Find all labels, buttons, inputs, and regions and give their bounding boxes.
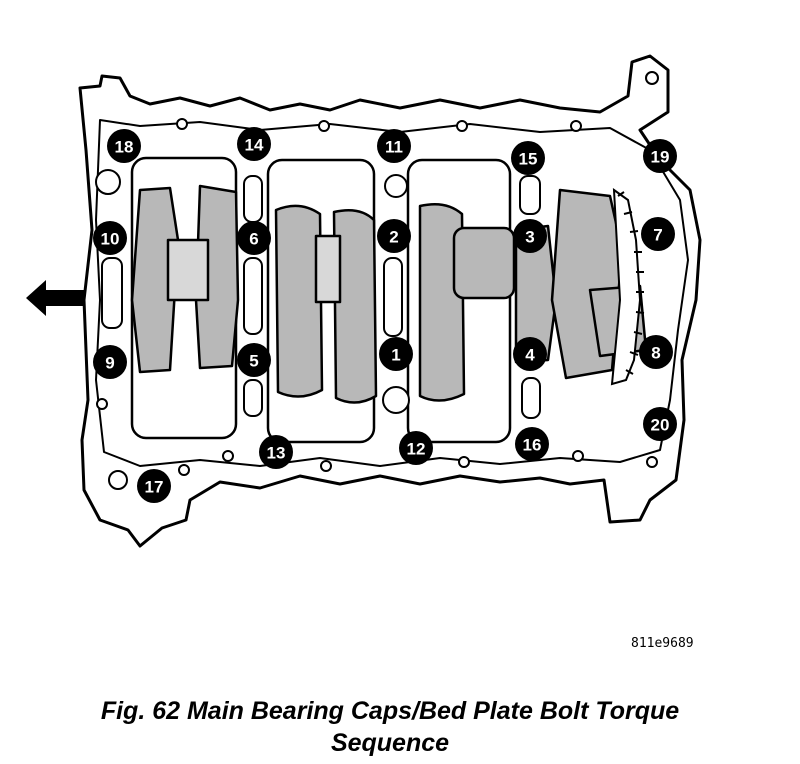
svg-text:5: 5: [249, 352, 258, 371]
bolt-marker-5: 5: [237, 343, 271, 377]
svg-text:9: 9: [105, 354, 114, 373]
figure-caption-line-2: Sequence: [330, 729, 450, 757]
bed-plate-slots: [101, 175, 541, 419]
svg-text:11: 11: [385, 138, 403, 157]
svg-text:13: 13: [267, 444, 286, 463]
svg-text:16: 16: [523, 436, 542, 455]
bolt-marker-8: 8: [639, 335, 673, 369]
crankshaft: [130, 184, 648, 404]
bolt-marker-20: 20: [643, 407, 677, 441]
bed-plate-holes: [95, 71, 659, 490]
bolt-marker-13: 13: [259, 435, 293, 469]
svg-text:20: 20: [651, 416, 670, 435]
bolt-marker-14: 14: [237, 127, 271, 161]
bolt-marker-10: 10: [93, 221, 127, 255]
svg-text:19: 19: [651, 148, 670, 167]
bolt-marker-9: 9: [93, 345, 127, 379]
svg-text:14: 14: [245, 136, 264, 155]
svg-text:17: 17: [145, 478, 164, 497]
figure-reference-code: 811e9689: [631, 636, 694, 651]
svg-text:12: 12: [407, 440, 426, 459]
svg-text:1: 1: [391, 346, 400, 365]
svg-text:15: 15: [519, 150, 538, 169]
svg-text:6: 6: [249, 230, 258, 249]
svg-text:7: 7: [653, 226, 662, 245]
svg-text:10: 10: [101, 230, 120, 249]
svg-text:4: 4: [525, 346, 535, 365]
bolt-marker-7: 7: [641, 217, 675, 251]
bolt-marker-12: 12: [399, 431, 433, 465]
bolt-marker-6: 6: [237, 221, 271, 255]
bed-plate-diagram: 1 2 3 4 5 6 7 8 9 10 11 12 13 14 15 16 1…: [26, 54, 702, 548]
bolt-marker-4: 4: [513, 337, 547, 371]
figure-caption: Fig. 62 Main Bearing Caps/Bed Plate Bolt…: [30, 695, 750, 759]
bolt-marker-19: 19: [643, 139, 677, 173]
svg-text:18: 18: [115, 138, 134, 157]
timing-gear: [610, 187, 645, 386]
bolt-markers: 1 2 3 4 5 6 7 8 9 10 11 12 13 14 15 16 1…: [93, 127, 677, 503]
left-arrow-icon: [26, 280, 84, 316]
bed-plate-inner-outline: [95, 119, 689, 467]
bolt-marker-16: 16: [515, 427, 549, 461]
bolt-marker-17: 17: [137, 469, 171, 503]
svg-text:3: 3: [525, 228, 534, 247]
bolt-marker-15: 15: [511, 141, 545, 175]
bolt-marker-11: 11: [377, 129, 411, 163]
svg-text:8: 8: [651, 344, 660, 363]
bolt-marker-18: 18: [107, 129, 141, 163]
bolt-marker-1: 1: [379, 337, 413, 371]
bolt-marker-2: 2: [377, 219, 411, 253]
bolt-marker-3: 3: [513, 219, 547, 253]
svg-text:2: 2: [389, 228, 398, 247]
figure-caption-line-1: Fig. 62 Main Bearing Caps/Bed Plate Bolt…: [100, 697, 680, 725]
